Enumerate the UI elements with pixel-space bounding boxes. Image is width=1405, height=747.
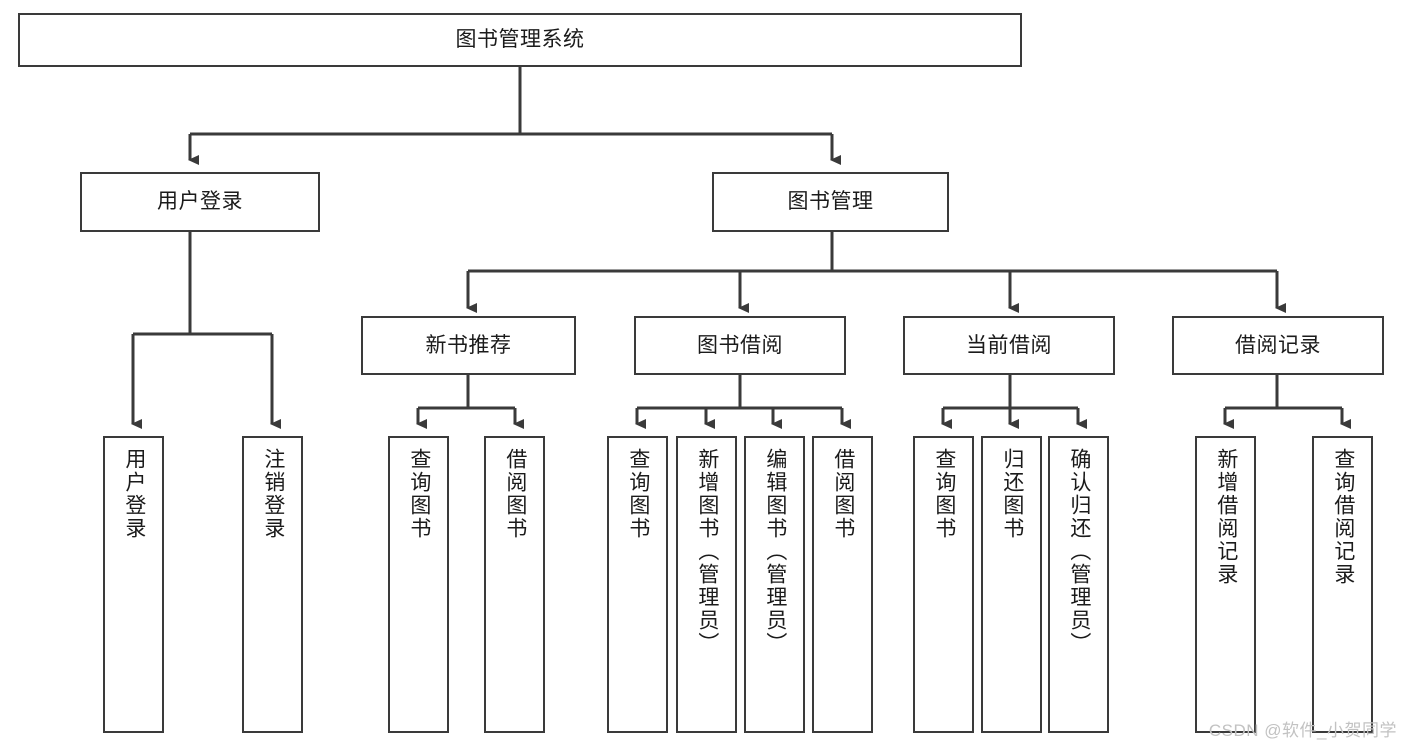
leaf-logout[interactable]: 注销登录 (242, 436, 303, 733)
leaf-borrow-query-book-label: 查询图书 (626, 448, 650, 540)
leaf-edit-book-admin-label: 编辑图书（管理员） (763, 448, 787, 655)
leaf-borrow-book[interactable]: 借阅图书 (812, 436, 873, 733)
node-root[interactable]: 图书管理系统 (18, 13, 1022, 67)
leaf-add-book-admin-label: 新增图书（管理员） (695, 448, 719, 655)
node-book-borrow-label: 图书借阅 (697, 333, 783, 357)
leaf-return-book-label: 归还图书 (1000, 448, 1024, 540)
leaf-query-borrow-record[interactable]: 查询借阅记录 (1312, 436, 1373, 733)
node-current-borrow[interactable]: 当前借阅 (903, 316, 1115, 375)
leaf-user-login[interactable]: 用户登录 (103, 436, 164, 733)
node-borrow-record[interactable]: 借阅记录 (1172, 316, 1384, 375)
leaf-current-query-book-label: 查询图书 (932, 448, 956, 540)
node-book-management[interactable]: 图书管理 (712, 172, 949, 232)
node-user-login-label: 用户登录 (157, 190, 243, 214)
leaf-confirm-return-admin-label: 确认归还（管理员） (1067, 448, 1091, 655)
leaf-current-query-book[interactable]: 查询图书 (913, 436, 974, 733)
leaf-query-borrow-record-label: 查询借阅记录 (1331, 448, 1355, 586)
leaf-logout-label: 注销登录 (261, 448, 285, 540)
leaf-edit-book-admin[interactable]: 编辑图书（管理员） (744, 436, 805, 733)
leaf-return-book[interactable]: 归还图书 (981, 436, 1042, 733)
node-borrow-record-label: 借阅记录 (1235, 333, 1321, 357)
node-user-login[interactable]: 用户登录 (80, 172, 320, 232)
watermark: CSDN @软件_小贺同学 (1208, 721, 1397, 740)
leaf-add-borrow-record-label: 新增借阅记录 (1214, 448, 1238, 586)
leaf-new-book-borrow[interactable]: 借阅图书 (484, 436, 545, 733)
node-book-borrow[interactable]: 图书借阅 (634, 316, 846, 375)
leaf-borrow-query-book[interactable]: 查询图书 (607, 436, 668, 733)
node-new-book-recommend[interactable]: 新书推荐 (361, 316, 576, 375)
node-new-book-recommend-label: 新书推荐 (425, 333, 512, 357)
leaf-add-borrow-record[interactable]: 新增借阅记录 (1195, 436, 1256, 733)
leaf-new-book-query-label: 查询图书 (407, 448, 431, 540)
leaf-user-login-label: 用户登录 (122, 448, 146, 540)
leaf-confirm-return-admin[interactable]: 确认归还（管理员） (1048, 436, 1109, 733)
node-current-borrow-label: 当前借阅 (966, 333, 1052, 357)
leaf-new-book-query[interactable]: 查询图书 (388, 436, 449, 733)
node-root-label: 图书管理系统 (455, 28, 585, 52)
leaf-add-book-admin[interactable]: 新增图书（管理员） (676, 436, 737, 733)
leaf-borrow-book-label: 借阅图书 (831, 448, 855, 540)
node-book-management-label: 图书管理 (787, 190, 874, 214)
leaf-new-book-borrow-label: 借阅图书 (503, 448, 527, 540)
